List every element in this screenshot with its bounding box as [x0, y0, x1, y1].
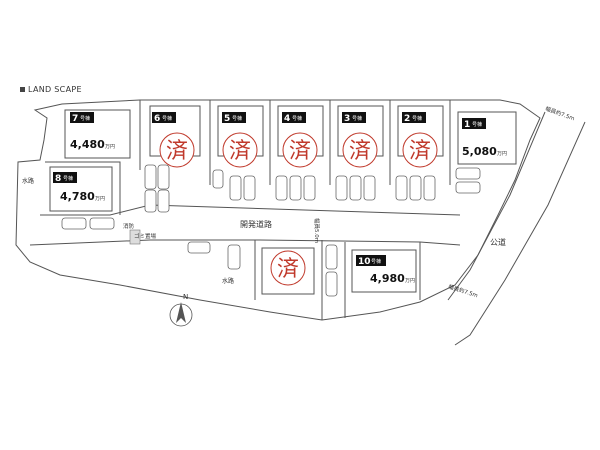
lot-4-label-box [282, 112, 306, 123]
waterway-left-label: 水路 [22, 177, 34, 185]
public-road-label: 公道 [490, 237, 506, 247]
lot-1-number: 1 [464, 120, 470, 130]
lot-8-unit: 万円 [95, 196, 105, 202]
road-width-top-label: 幅員約7.5m [544, 104, 575, 122]
lot-4-number: 4 [284, 114, 290, 124]
lot-9-sold-mark: 済 [277, 257, 299, 282]
lot-8-suffix: 号棟 [63, 175, 73, 182]
lot-7-label-box [70, 112, 94, 123]
lot-2-number: 2 [404, 114, 410, 124]
lot-3-label-box [342, 112, 366, 123]
fire-label: 消防 [123, 222, 135, 230]
building-10 [351, 249, 417, 293]
lot-9-sold-stamp [270, 250, 306, 286]
lot-2-sold-mark: 済 [409, 139, 431, 164]
lot-6-suffix: 号棟 [162, 115, 172, 122]
lot-9-boundary [254, 240, 323, 320]
lot-4-suffix: 号棟 [292, 115, 302, 122]
lot-7-suffix: 号棟 [80, 115, 90, 122]
lot-2-suffix: 号棟 [412, 115, 422, 122]
public-road-edge-right [454, 121, 586, 346]
lot-1-price: 5,080 [462, 145, 497, 158]
plan-title-text: LAND SCAPE [28, 85, 82, 94]
dev-road-label: 開発道路 [240, 219, 272, 229]
lot-8-label-box [53, 172, 77, 183]
title-square-icon [20, 87, 25, 92]
dev-road-bottom-edge [29, 239, 461, 246]
lot-10-unit: 万円 [405, 278, 415, 284]
lot-5-sold-stamp [222, 132, 258, 168]
lot-5-sold-mark: 済 [229, 139, 251, 164]
garbage-label: ゴミ置場 [134, 232, 157, 240]
north-arrow-icon [169, 302, 193, 327]
building-9 [261, 247, 315, 295]
building-1 [457, 111, 517, 165]
lot-8-price: 4,780 [60, 190, 95, 203]
lot-6-sold-mark: 済 [166, 139, 188, 164]
garbage-area [129, 229, 141, 245]
lot-4-sold-mark: 済 [289, 139, 311, 164]
site-boundary [15, 99, 541, 321]
road-width-bottom-label: 幅員約7.5m [447, 282, 479, 299]
lot-10-price: 4,980 [370, 272, 405, 285]
waterway-bottom-label: 水路 [222, 277, 234, 285]
lot-3-suffix: 号棟 [352, 115, 362, 122]
dev-road-width-label: 幅員5.0m [313, 218, 321, 243]
lot-3-sold-mark: 済 [349, 139, 371, 164]
lot-8-number: 8 [55, 174, 61, 184]
public-road-edge-left [447, 111, 546, 301]
lot-7-price: 4,480 [70, 138, 105, 151]
lot-6-number: 6 [154, 114, 160, 124]
lot-3-sold-stamp [342, 132, 378, 168]
lot-2-sold-stamp [402, 132, 438, 168]
plan-title: LAND SCAPE [20, 85, 82, 94]
lot-1-suffix: 号棟 [472, 121, 482, 128]
lot-4-sold-stamp [282, 132, 318, 168]
dev-road-top-edge [40, 204, 461, 216]
lot-1-unit: 万円 [497, 151, 507, 157]
lot-5-suffix: 号棟 [232, 115, 242, 122]
parking-cars [61, 164, 481, 297]
lot-10-number: 10 [358, 257, 371, 267]
lot-3-number: 3 [344, 114, 350, 124]
lot-7-number: 7 [72, 114, 78, 124]
building-8 [49, 166, 113, 212]
lot-6-label-box [152, 112, 176, 123]
lot-5-label-box [222, 112, 246, 123]
lot-7-unit: 万円 [105, 144, 115, 150]
lot-5-number: 5 [224, 114, 230, 124]
building-7 [64, 109, 131, 159]
lot-6-sold-stamp [159, 132, 195, 168]
north-label: N [183, 293, 188, 301]
lot-8-boundary [45, 161, 121, 215]
lot-1-label-box [462, 118, 486, 129]
lot-10-suffix: 号棟 [371, 258, 381, 265]
lot-2-label-box [402, 112, 426, 123]
lot-dividers [139, 100, 451, 185]
lot-10-label-box [356, 255, 386, 266]
lot-10-boundary [344, 242, 421, 318]
